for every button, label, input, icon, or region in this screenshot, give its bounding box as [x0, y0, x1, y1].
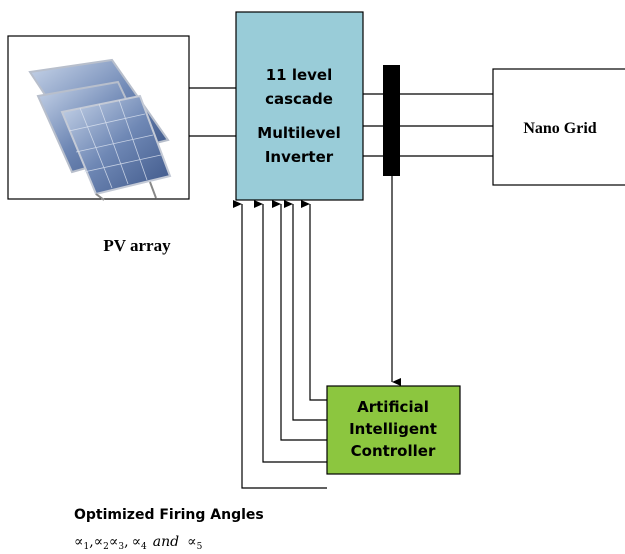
alpha-5: ∝ — [187, 534, 196, 550]
bus-bar — [383, 65, 400, 176]
firing-line-1 — [233, 200, 327, 489]
output-wires — [363, 93, 493, 157]
firing-line-3 — [272, 200, 327, 441]
pv-array-image — [7, 35, 190, 201]
inverter-line-1: 11 level — [266, 66, 333, 84]
firing-line-5 — [301, 200, 327, 401]
inverter-line-2: cascade — [265, 90, 333, 108]
controller-block: Artificial Intelligent Controller — [326, 385, 461, 475]
controller-line-2: Intelligent — [349, 420, 437, 438]
firing-angle-lines — [233, 200, 327, 489]
inverter-block: 11 level cascade Multilevel Inverter — [235, 11, 364, 201]
nano-grid-block: Nano Grid — [492, 68, 625, 186]
firing-line-2 — [254, 200, 327, 463]
and-text: and — [153, 534, 179, 550]
alpha-4: ∝ — [132, 534, 141, 550]
inverter-line-3: Multilevel — [257, 124, 340, 142]
sub-5: 5 — [197, 542, 203, 552]
sub-3: 3 — [118, 542, 124, 552]
controller-line-3: Controller — [351, 442, 436, 460]
sub-1: 1 — [83, 542, 89, 552]
inverter-line-4: Inverter — [265, 148, 334, 166]
firing-line-4 — [284, 200, 327, 421]
alpha-1: ∝ — [74, 534, 83, 550]
solar-panel-icon — [28, 58, 172, 201]
firing-angles-title: Optimized Firing Angles — [74, 507, 264, 523]
sub-2: 2 — [103, 542, 109, 552]
nano-grid-label: Nano Grid — [523, 120, 596, 137]
sub-4: 4 — [141, 542, 147, 552]
pv-array-label: PV array — [103, 236, 171, 255]
controller-line-1: Artificial — [357, 398, 429, 416]
alpha-2: ∝ — [94, 534, 103, 550]
alpha-3: ∝ — [109, 534, 118, 550]
